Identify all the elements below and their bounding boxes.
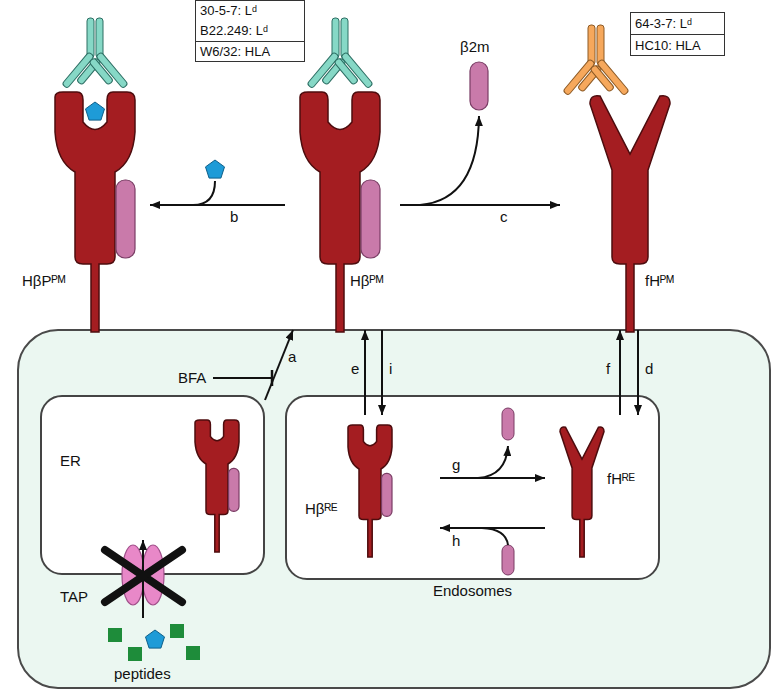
step-letter: h — [452, 532, 460, 550]
peptide-square — [170, 624, 184, 638]
transition-arrow — [440, 527, 545, 529]
peptide-square — [128, 647, 142, 661]
b2m-free — [502, 545, 514, 575]
antibody-teal — [62, 18, 128, 94]
state-name: Hβᴾᴹ — [350, 272, 383, 290]
b2m-free — [470, 62, 488, 110]
antibody-orange — [563, 25, 629, 101]
peptide-pentagon — [146, 630, 165, 648]
peptide-square — [186, 646, 200, 660]
b2m-free — [502, 408, 514, 440]
free-heavy-chain — [590, 96, 670, 332]
state-name: fHᴿᴱ — [607, 470, 635, 488]
step-letter: b — [230, 208, 238, 226]
step-letter: e — [351, 360, 359, 378]
inhibition-line — [213, 377, 272, 379]
step-letter: a — [288, 348, 296, 366]
compartment-name: Endosomes — [287, 582, 658, 599]
peptide-free — [206, 160, 225, 178]
compartment-name: ER — [60, 452, 81, 470]
antibody-name: 30-5-7: Lᵈ — [196, 1, 304, 21]
state-name: fHᴾᴹ — [645, 272, 674, 290]
transition-arrow — [364, 330, 366, 415]
block-cross — [105, 550, 182, 602]
antibody-name: 64-3-7: Lᵈ — [631, 13, 724, 34]
mhc-peptide-complex — [55, 92, 135, 332]
annotation-label: TAP — [60, 588, 88, 606]
peptide-square — [108, 628, 122, 642]
cell-membrane — [18, 330, 770, 688]
join-line — [193, 181, 215, 205]
release-arrow — [420, 116, 479, 205]
transition-arrow — [150, 204, 285, 206]
step-letter: f — [606, 360, 610, 378]
step-letter: g — [452, 456, 460, 474]
step-letter: c — [500, 208, 508, 226]
transition-arrow — [440, 477, 545, 479]
transition-arrow — [637, 330, 639, 415]
antibody-key-box: 64-3-7: LᵈHC10: HLA — [630, 12, 725, 56]
step-letter: i — [389, 360, 392, 378]
antibody-name: B22.249: Lᵈ — [196, 21, 304, 41]
state-name: Hβᴿᴱ — [305, 500, 337, 518]
annotation-label: peptides — [114, 665, 171, 683]
antibody-name: HC10: HLA — [631, 34, 724, 55]
annotation-label: BFA — [178, 369, 206, 387]
mhc-empty-complex — [300, 92, 380, 332]
annotation-label: β2m — [460, 38, 489, 56]
transition-arrow — [400, 204, 560, 206]
antibody-name: W6/32: HLA — [196, 41, 304, 61]
block-cross — [105, 550, 182, 602]
transition-arrow — [619, 330, 621, 415]
compartment: EndosomesHβᴿᴱfHᴿᴱ — [285, 395, 660, 580]
state-name: HβPᴾᴹ — [22, 272, 65, 290]
transition-arrow — [381, 330, 383, 415]
antibody-key-box: 30-5-7: LᵈB22.249: LᵈW6/32: HLA — [195, 0, 305, 62]
step-letter: d — [645, 360, 653, 378]
antibody-teal — [307, 18, 373, 94]
